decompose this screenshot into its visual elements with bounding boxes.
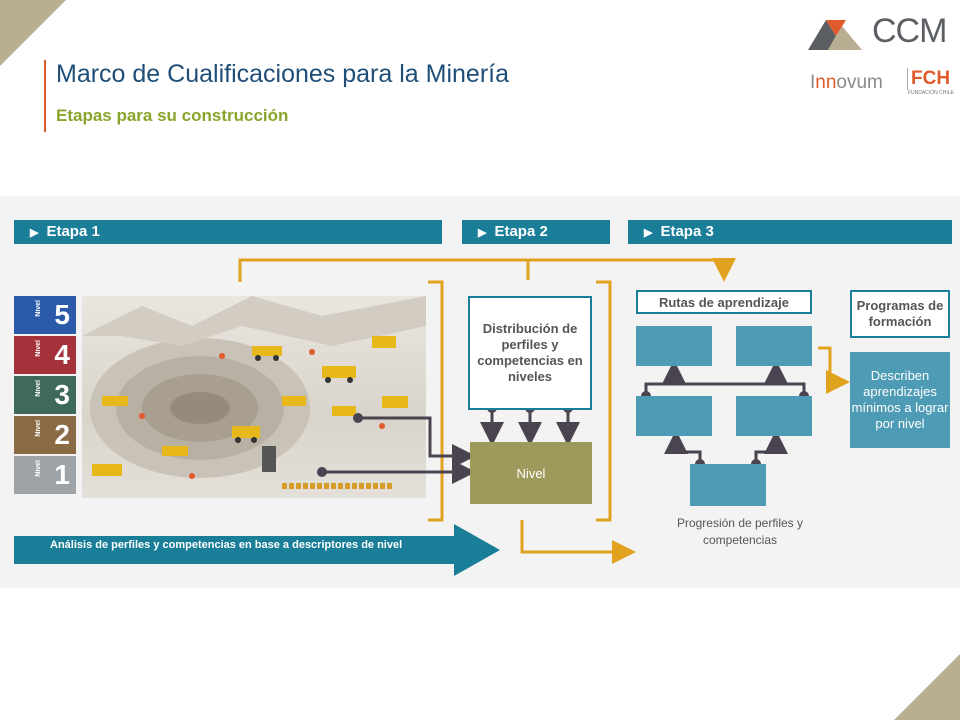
play-triangle-icon: ▶ — [644, 227, 653, 239]
ruta-step-box — [736, 326, 812, 366]
ccm-logo-icon — [808, 20, 862, 50]
distribucion-box: Distribución de perfiles y competencias … — [468, 296, 592, 410]
corner-decoration-bottom-right — [894, 654, 960, 720]
stage-3-header: ▶Etapa 3 — [628, 220, 952, 244]
innovum-logo: Innovum — [810, 72, 883, 93]
ruta-step-box — [636, 326, 712, 366]
progresion-label: Progresión de perfiles y competencias — [676, 516, 804, 547]
page-subtitle: Etapas para su construcción — [56, 106, 289, 125]
fch-logo: FCH — [907, 68, 950, 90]
analysis-arrow — [14, 524, 500, 576]
ccm-logo-text: CCM — [872, 12, 947, 50]
rutas-aprendizaje-box: Rutas de aprendizaje — [636, 290, 812, 314]
ruta-step-box — [690, 464, 766, 506]
describen-box: Describen aprendizajes mínimos a lograr … — [850, 352, 950, 448]
ruta-step-box — [736, 396, 812, 436]
page-title: Marco de Cualificaciones para la Minería — [56, 60, 509, 88]
title-accent-bar — [44, 60, 46, 132]
analisis-label: Análisis de perfiles y competencias en b… — [50, 539, 403, 551]
stage-1-header: ▶Etapa 1 — [14, 220, 442, 244]
ruta-step-box — [636, 396, 712, 436]
corner-decoration-top-left — [0, 0, 66, 66]
play-triangle-icon: ▶ — [30, 227, 39, 239]
fundacion-chile-text: FUNDACIÓN CHILE — [908, 90, 954, 96]
play-triangle-icon: ▶ — [478, 227, 487, 239]
programas-formacion-box: Programas de formación — [850, 290, 950, 338]
nivel-box: Nivel — [470, 442, 592, 504]
mine-illustration — [82, 296, 426, 498]
stage-2-header: ▶Etapa 2 — [462, 220, 610, 244]
